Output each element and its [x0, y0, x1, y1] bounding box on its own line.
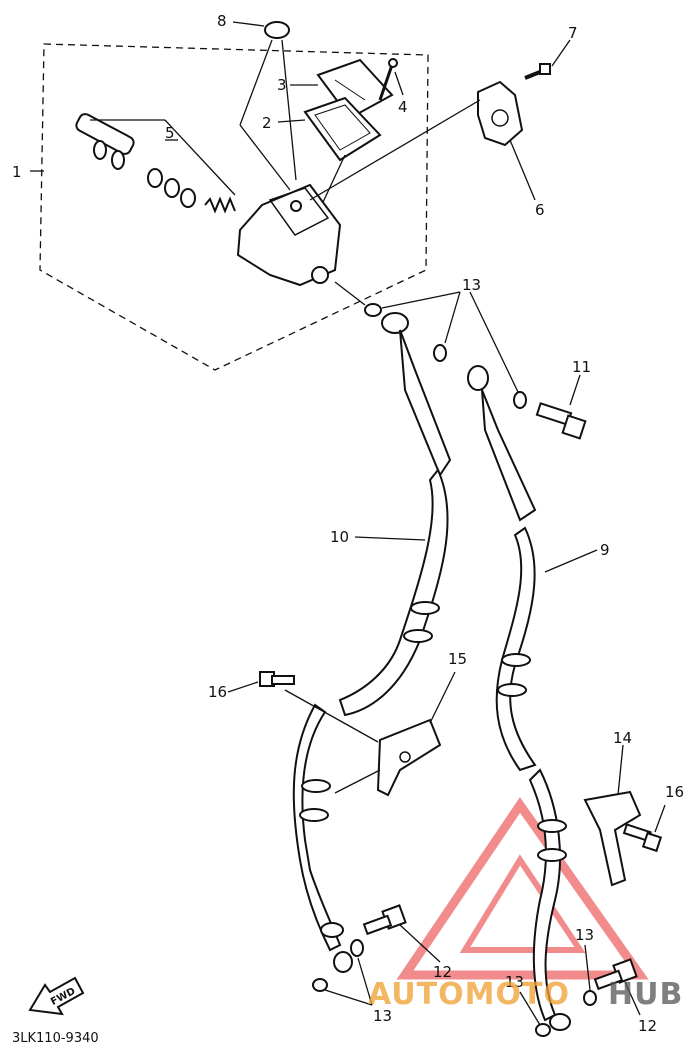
callout-1: 1: [12, 163, 22, 181]
callout-15: 15: [448, 650, 467, 668]
callout-13-top: 13: [462, 276, 481, 294]
callout-4: 4: [398, 98, 408, 116]
callout-6: 6: [535, 201, 545, 219]
watermark-text-hub: HUB: [608, 977, 683, 1012]
clamp-bolt-16-left: [259, 671, 295, 687]
clamp-bolt-16-right: [622, 823, 663, 853]
callout-13-bottom-left: 13: [373, 1007, 392, 1025]
brake-hose-10: [292, 312, 452, 973]
callout-11: 11: [572, 358, 591, 376]
copper-washer-group-bottom: [312, 939, 597, 1037]
copper-washer-group-top: [364, 303, 527, 409]
watermark-text-automoto: AUTOMOTO: [368, 977, 570, 1012]
diaphragm: [303, 96, 382, 162]
callout-2: 2: [262, 114, 272, 132]
holder-bolt: [524, 63, 551, 80]
callout-13-bottom-mid: 13: [505, 973, 524, 991]
callout-10: 10: [330, 528, 349, 546]
piston-kit: [75, 113, 236, 214]
callout-16-right: 16: [665, 783, 684, 801]
callout-5: 5: [165, 124, 175, 142]
cover-screw: [378, 58, 398, 101]
callout-9: 9: [600, 541, 610, 559]
callout-16-left: 16: [208, 683, 227, 701]
forward-arrow-icon: FWD: [28, 976, 85, 1016]
callout-12-left: 12: [433, 963, 452, 981]
master-cylinder-body: [236, 183, 342, 287]
assembly-outline: [39, 43, 429, 371]
hose-clamp-15: [376, 718, 442, 797]
hose-clamp-14: [583, 790, 642, 887]
callout-12-right: 12: [638, 1017, 657, 1035]
union-bolt-12-left: [362, 904, 407, 936]
union-bolt-11: [535, 402, 587, 440]
callout-8: 8: [217, 12, 227, 30]
reference-code: 3LK110-9340: [12, 1031, 99, 1046]
callout-7: 7: [568, 24, 578, 42]
handlebar-holder: [477, 80, 524, 147]
callout-3: 3: [277, 76, 287, 94]
reservoir-cap: [264, 21, 290, 39]
brake-hose-9: [467, 365, 571, 1031]
callout-13-bottom-right: 13: [575, 926, 594, 944]
callout-14: 14: [613, 729, 632, 747]
union-bolt-12-right: [593, 958, 638, 991]
